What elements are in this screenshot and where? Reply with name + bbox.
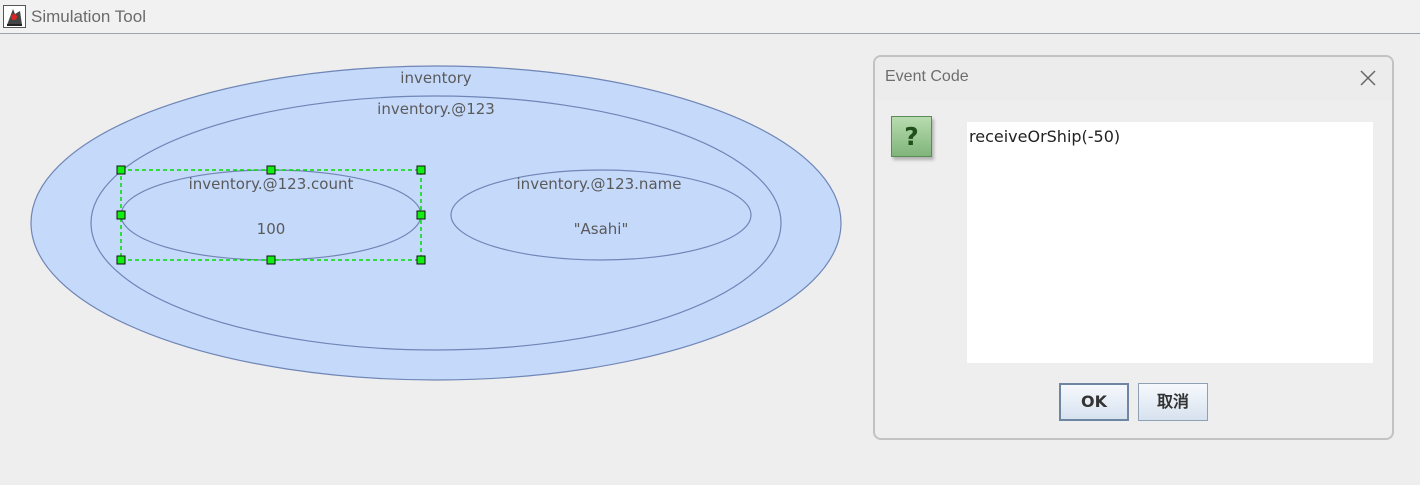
- resize-handle-e[interactable]: [416, 210, 426, 220]
- inventory-object-ellipse[interactable]: [90, 95, 782, 351]
- resize-handle-s[interactable]: [266, 255, 276, 265]
- ok-button[interactable]: OK: [1059, 383, 1129, 421]
- close-icon[interactable]: [1357, 67, 1379, 89]
- name-field-value: "Asahi": [574, 220, 629, 238]
- java-duke-icon: [3, 5, 26, 28]
- resize-handle-se[interactable]: [416, 255, 426, 265]
- resize-handle-nw[interactable]: [116, 165, 126, 175]
- resize-handle-ne[interactable]: [416, 165, 426, 175]
- dialog-title: Event Code: [885, 68, 969, 85]
- count-field-label: inventory.@123.count: [189, 175, 354, 193]
- selection-box[interactable]: [116, 165, 426, 265]
- event-code-dialog: Event Code ? receiveOrShip(-50) OK 取消: [873, 55, 1394, 440]
- resize-handle-sw[interactable]: [116, 255, 126, 265]
- dialog-header: Event Code: [875, 57, 1392, 100]
- count-field-value: 100: [257, 220, 286, 238]
- resize-handle-n[interactable]: [266, 165, 276, 175]
- name-field-ellipse[interactable]: [450, 169, 752, 261]
- event-code-textarea[interactable]: receiveOrShip(-50): [967, 122, 1373, 363]
- question-icon: ?: [891, 116, 932, 157]
- resize-handle-w[interactable]: [116, 210, 126, 220]
- cancel-button[interactable]: 取消: [1138, 383, 1208, 421]
- simulation-canvas[interactable]: inventory inventory.@123 inventory.@123.…: [0, 35, 860, 485]
- inventory-label: inventory: [400, 69, 472, 87]
- inventory-object-label: inventory.@123: [377, 100, 495, 118]
- title-bar: Simulation Tool: [0, 0, 1420, 34]
- window-title: Simulation Tool: [31, 7, 146, 26]
- name-field-label: inventory.@123.name: [517, 175, 682, 193]
